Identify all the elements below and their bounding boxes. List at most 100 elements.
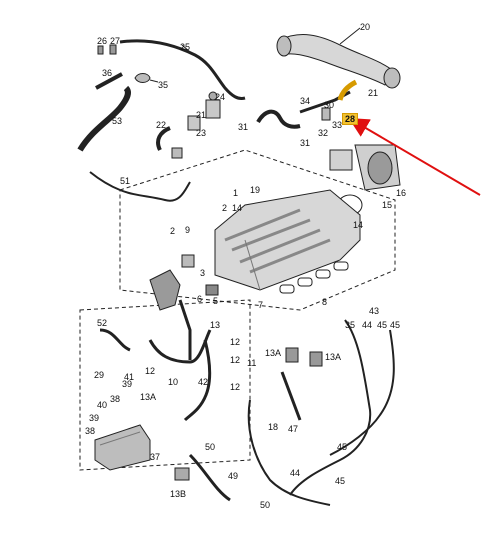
hose-31 bbox=[256, 109, 301, 129]
callout-c25: 25 bbox=[180, 42, 191, 52]
part-3 bbox=[181, 254, 195, 268]
rod-47 bbox=[280, 371, 302, 421]
callout-c35: 35 bbox=[158, 80, 169, 90]
clamp-35 bbox=[134, 73, 151, 83]
hose-12b bbox=[178, 299, 192, 360]
callout-c20: 20 bbox=[360, 22, 371, 32]
callout-c45a: 45 bbox=[377, 320, 388, 330]
callout-c1: 1 bbox=[233, 188, 239, 198]
callout-c5: 5 bbox=[213, 296, 219, 306]
callout-c12d: 12 bbox=[230, 382, 241, 392]
callout-c21a: 21 bbox=[368, 88, 379, 98]
hose-22 bbox=[156, 126, 171, 151]
pipe-44-lower bbox=[247, 399, 331, 506]
callout-c6: 6 bbox=[197, 294, 203, 304]
callout-c14b: 14 bbox=[353, 220, 364, 230]
tube-52 bbox=[99, 328, 131, 352]
intake-manifold-1 bbox=[214, 189, 361, 291]
hose-53 bbox=[77, 85, 131, 152]
valve-13a-right bbox=[309, 351, 323, 367]
rod-36 bbox=[95, 72, 123, 90]
callout-c37: 37 bbox=[150, 452, 161, 462]
callout-c14a: 14 bbox=[232, 203, 243, 213]
dashed-group-frame bbox=[119, 149, 396, 311]
charcoal-canister-37 bbox=[94, 424, 151, 471]
callout-c53: 53 bbox=[112, 116, 123, 126]
hose-12 bbox=[183, 339, 212, 422]
callout-c43: 43 bbox=[369, 306, 380, 316]
callout-c24: 24 bbox=[215, 92, 226, 102]
callout-c16: 16 bbox=[396, 188, 407, 198]
sensor-2 bbox=[149, 269, 181, 311]
part-23 bbox=[171, 147, 183, 159]
callout-c40: 40 bbox=[97, 400, 108, 410]
callout-c50: 50 bbox=[205, 442, 216, 452]
pipe-45 bbox=[329, 329, 395, 456]
callout-c33: 33 bbox=[332, 120, 343, 130]
callout-c2b: 2 bbox=[170, 226, 176, 236]
hose-25 bbox=[119, 39, 246, 100]
callout-c27: 27 bbox=[110, 36, 121, 46]
callout-c47: 47 bbox=[288, 424, 299, 434]
dashed-group-frame-lower bbox=[79, 299, 251, 471]
intake-boot-20 bbox=[276, 27, 401, 89]
callout-c44a: 44 bbox=[362, 320, 373, 330]
part-5 bbox=[205, 284, 219, 296]
callout-c39b: 39 bbox=[89, 413, 100, 423]
valve-13b bbox=[174, 467, 190, 481]
callout-c23: 23 bbox=[196, 128, 207, 138]
callout-c2a: 2 bbox=[222, 203, 228, 213]
callout-c13b: 13A bbox=[265, 348, 282, 358]
part-33 bbox=[321, 107, 331, 121]
callout-c50b: 50 bbox=[260, 500, 271, 510]
callout-c51: 51 bbox=[120, 176, 131, 186]
throttle-body-15 bbox=[329, 144, 401, 191]
callout-c22: 22 bbox=[156, 120, 167, 130]
callout-c12b: 12 bbox=[230, 355, 241, 365]
callout-c7: 7 bbox=[258, 300, 264, 310]
callout-c8: 8 bbox=[322, 297, 328, 307]
wire-51 bbox=[89, 171, 191, 202]
callout-c13c: 13A bbox=[325, 352, 342, 362]
callout-c36: 36 bbox=[102, 68, 113, 78]
callout-c30: 30 bbox=[324, 100, 335, 110]
callout-c11: 11 bbox=[247, 358, 257, 368]
callout-c13d: 13A bbox=[140, 392, 157, 402]
hose-10 bbox=[148, 329, 212, 364]
callout-c38b: 38 bbox=[85, 426, 96, 436]
callout-c10: 10 bbox=[168, 377, 179, 387]
callout-c44b: 44 bbox=[290, 468, 301, 478]
callout-c45c: 45 bbox=[337, 442, 348, 452]
callout-c3: 3 bbox=[200, 268, 206, 278]
callout-c52: 52 bbox=[97, 318, 108, 328]
callout-c12a: 12 bbox=[230, 337, 241, 347]
pipe-43-44 bbox=[289, 319, 372, 496]
bolt-27 bbox=[109, 44, 117, 55]
callout-c31b: 31 bbox=[300, 138, 311, 148]
callout-c41: 41 bbox=[124, 372, 135, 382]
callout-c34: 34 bbox=[300, 96, 311, 106]
callout-c35b: 35 bbox=[345, 320, 356, 330]
callout-c45b: 45 bbox=[390, 320, 401, 330]
valve-24 bbox=[205, 91, 221, 119]
callout-c29: 29 bbox=[94, 370, 105, 380]
callout-c38: 38 bbox=[110, 394, 121, 404]
callout-c12c: 12 bbox=[145, 366, 156, 376]
callout-c21b: 21 bbox=[196, 110, 207, 120]
callout-c31a: 31 bbox=[238, 122, 249, 132]
pointer-arrow bbox=[348, 117, 481, 196]
callout-c28: 28 bbox=[342, 113, 359, 125]
gaskets-8 bbox=[279, 261, 349, 294]
callout-c13a: 13 bbox=[210, 320, 221, 330]
hose-28 bbox=[337, 79, 358, 101]
valve-13a-left bbox=[285, 347, 299, 363]
callout-c13e: 13B bbox=[170, 489, 187, 499]
callout-c26: 26 bbox=[97, 36, 108, 46]
callout-c15: 15 bbox=[382, 200, 393, 210]
callout-c39a: 39 bbox=[122, 379, 133, 389]
callout-c49: 49 bbox=[228, 471, 239, 481]
callout-c45d: 45 bbox=[335, 476, 346, 486]
callout-c18: 18 bbox=[268, 422, 279, 432]
hose-49 bbox=[188, 453, 231, 502]
